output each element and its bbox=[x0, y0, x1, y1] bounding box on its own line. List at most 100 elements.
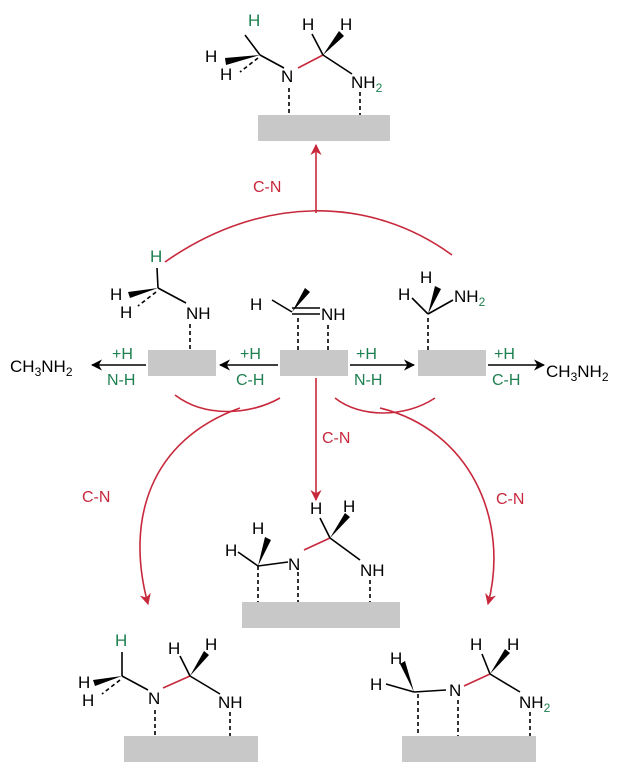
plus-h-label: +H bbox=[240, 346, 261, 363]
bond bbox=[157, 287, 187, 304]
atom-nh: NH bbox=[321, 305, 346, 324]
atom-nh2: NH2 bbox=[454, 287, 486, 309]
bottom-left-product: H H H N H H NH bbox=[78, 631, 258, 762]
surface-left bbox=[148, 350, 216, 376]
atom-h: H bbox=[205, 47, 217, 66]
atom-n: N bbox=[449, 681, 461, 700]
wedge-bond bbox=[292, 288, 310, 312]
atom-h: H bbox=[225, 541, 237, 560]
atom-h: H bbox=[110, 285, 122, 304]
atom-nh: NH bbox=[186, 304, 211, 323]
plus-h-label: +H bbox=[356, 346, 377, 363]
bond bbox=[121, 675, 149, 691]
atom-nh: NH bbox=[218, 693, 243, 712]
atom-h: H bbox=[398, 285, 410, 304]
bond bbox=[244, 34, 261, 56]
bottom-right-product: H H N H H NH2 bbox=[370, 635, 551, 762]
nh-step-label: N-H bbox=[354, 372, 382, 389]
center-intermediate: H NH bbox=[250, 288, 348, 376]
atom-h: H bbox=[220, 65, 232, 84]
atom-h-new: H bbox=[248, 11, 260, 30]
bond bbox=[156, 267, 159, 289]
wedge-bond bbox=[400, 661, 414, 692]
cn-bond bbox=[303, 537, 331, 551]
plus-h-label: +H bbox=[112, 346, 133, 363]
atom-h: H bbox=[82, 691, 94, 710]
bond bbox=[329, 537, 361, 561]
bond bbox=[489, 673, 521, 693]
center-product: H H N H H NH bbox=[225, 497, 400, 628]
atom-h: H bbox=[302, 15, 314, 34]
wedge-bond bbox=[428, 286, 441, 314]
atom-h: H bbox=[340, 15, 352, 34]
hash-bond bbox=[101, 679, 121, 695]
atom-nh2: NH2 bbox=[519, 693, 551, 715]
wedge-bond bbox=[128, 288, 158, 298]
bond bbox=[257, 561, 289, 567]
wedge-bond bbox=[190, 651, 209, 676]
ch-step-label: C-H bbox=[492, 372, 520, 389]
atom-n: N bbox=[281, 67, 293, 86]
surface-bottom-right bbox=[402, 736, 536, 762]
atom-h: H bbox=[507, 635, 519, 654]
cn-arc-right bbox=[334, 397, 436, 414]
surface-bottom-left bbox=[124, 736, 258, 762]
bond bbox=[319, 517, 331, 539]
bond bbox=[413, 689, 447, 693]
wedge-bond bbox=[330, 513, 350, 538]
ch-step-label: C-H bbox=[236, 372, 264, 389]
cn-arc-left bbox=[174, 394, 281, 413]
bond bbox=[179, 655, 191, 677]
plus-h-label: +H bbox=[494, 346, 515, 363]
cn-label-top: C-N bbox=[253, 179, 281, 196]
cn-label-left: C-N bbox=[82, 489, 110, 506]
atom-h: H bbox=[370, 675, 382, 694]
atom-n: N bbox=[148, 689, 160, 708]
atom-nh2: NH2 bbox=[351, 73, 383, 95]
cn-arc-top bbox=[164, 210, 453, 263]
atom-h: H bbox=[78, 673, 90, 692]
bond bbox=[322, 54, 353, 75]
left-intermediate: H H H NH bbox=[110, 247, 216, 376]
atom-h: H bbox=[470, 635, 482, 654]
surface-top bbox=[258, 115, 390, 141]
cn-arrow-down-right bbox=[379, 407, 496, 606]
wedge-bond bbox=[225, 55, 260, 65]
cn-label-center: C-N bbox=[322, 430, 350, 447]
atom-h: H bbox=[343, 497, 355, 516]
bond bbox=[411, 297, 429, 315]
wedge-bond bbox=[258, 537, 271, 566]
wedge-bond bbox=[93, 676, 122, 686]
top-product: H H H N H H NH2 bbox=[205, 11, 390, 141]
atom-nh: NH bbox=[360, 561, 385, 580]
cn-arrow-down-left bbox=[139, 407, 241, 606]
atom-h: H bbox=[420, 268, 432, 287]
atom-h: H bbox=[250, 295, 262, 314]
hash-bond bbox=[137, 291, 157, 307]
wedge-bond bbox=[323, 31, 344, 55]
bond bbox=[481, 653, 491, 675]
cn-label-right: C-N bbox=[496, 491, 524, 508]
atom-h: H bbox=[252, 519, 264, 538]
bond bbox=[189, 675, 221, 695]
methylamine-right: CH3NH2 bbox=[546, 362, 609, 384]
bond bbox=[237, 551, 259, 567]
surface-center bbox=[280, 350, 348, 376]
bond bbox=[385, 683, 415, 693]
atom-h-new: H bbox=[150, 247, 162, 266]
bond bbox=[427, 299, 454, 315]
atom-n: N bbox=[288, 555, 300, 574]
atom-h: H bbox=[120, 303, 132, 322]
right-intermediate: H H NH2 bbox=[398, 268, 486, 376]
cn-bond bbox=[463, 673, 491, 687]
atom-h: H bbox=[310, 499, 322, 518]
surface-center-product bbox=[242, 602, 400, 628]
hash-bond bbox=[239, 57, 259, 73]
atom-h-new: H bbox=[115, 631, 127, 650]
cn-bond bbox=[162, 675, 191, 689]
wedge-bond bbox=[490, 649, 510, 674]
atom-h: H bbox=[390, 649, 402, 668]
nh-step-label: N-H bbox=[107, 372, 135, 389]
